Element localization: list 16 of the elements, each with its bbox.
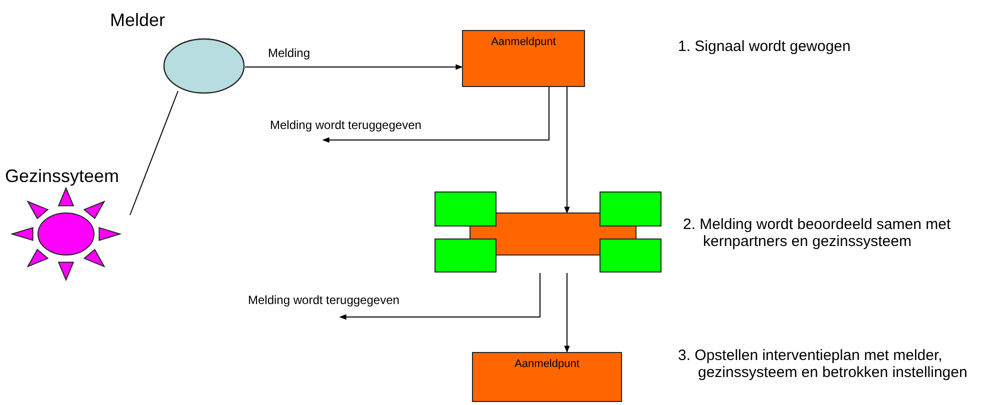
arrow <box>322 86 550 143</box>
connector-line <box>130 90 178 216</box>
arrow <box>244 64 463 70</box>
node-heading: Melder <box>110 10 166 31</box>
step-note: 3. Opstellen interventieplan met melder, gezinssysteem en betrokken instellingen <box>678 347 968 381</box>
box-label: Aanmeldpunt <box>514 358 580 370</box>
arrow <box>564 86 570 214</box>
edge-label: Melding <box>268 46 310 60</box>
step-note: 1. Signaal wordt gewogen <box>678 38 852 55</box>
step-note: 2. Melding wordt beoordeeld samen met kernpartners en gezinssysteem <box>683 216 952 250</box>
edge-label: Melding wordt teruggegeven <box>248 293 400 307</box>
edge-label: Melding wordt teruggegeven <box>270 118 422 132</box>
box-label: Aanmeldpunt <box>490 36 557 48</box>
node-heading: Gezinssyteem <box>5 166 120 187</box>
arrow <box>339 272 540 320</box>
arrow <box>564 272 570 353</box>
